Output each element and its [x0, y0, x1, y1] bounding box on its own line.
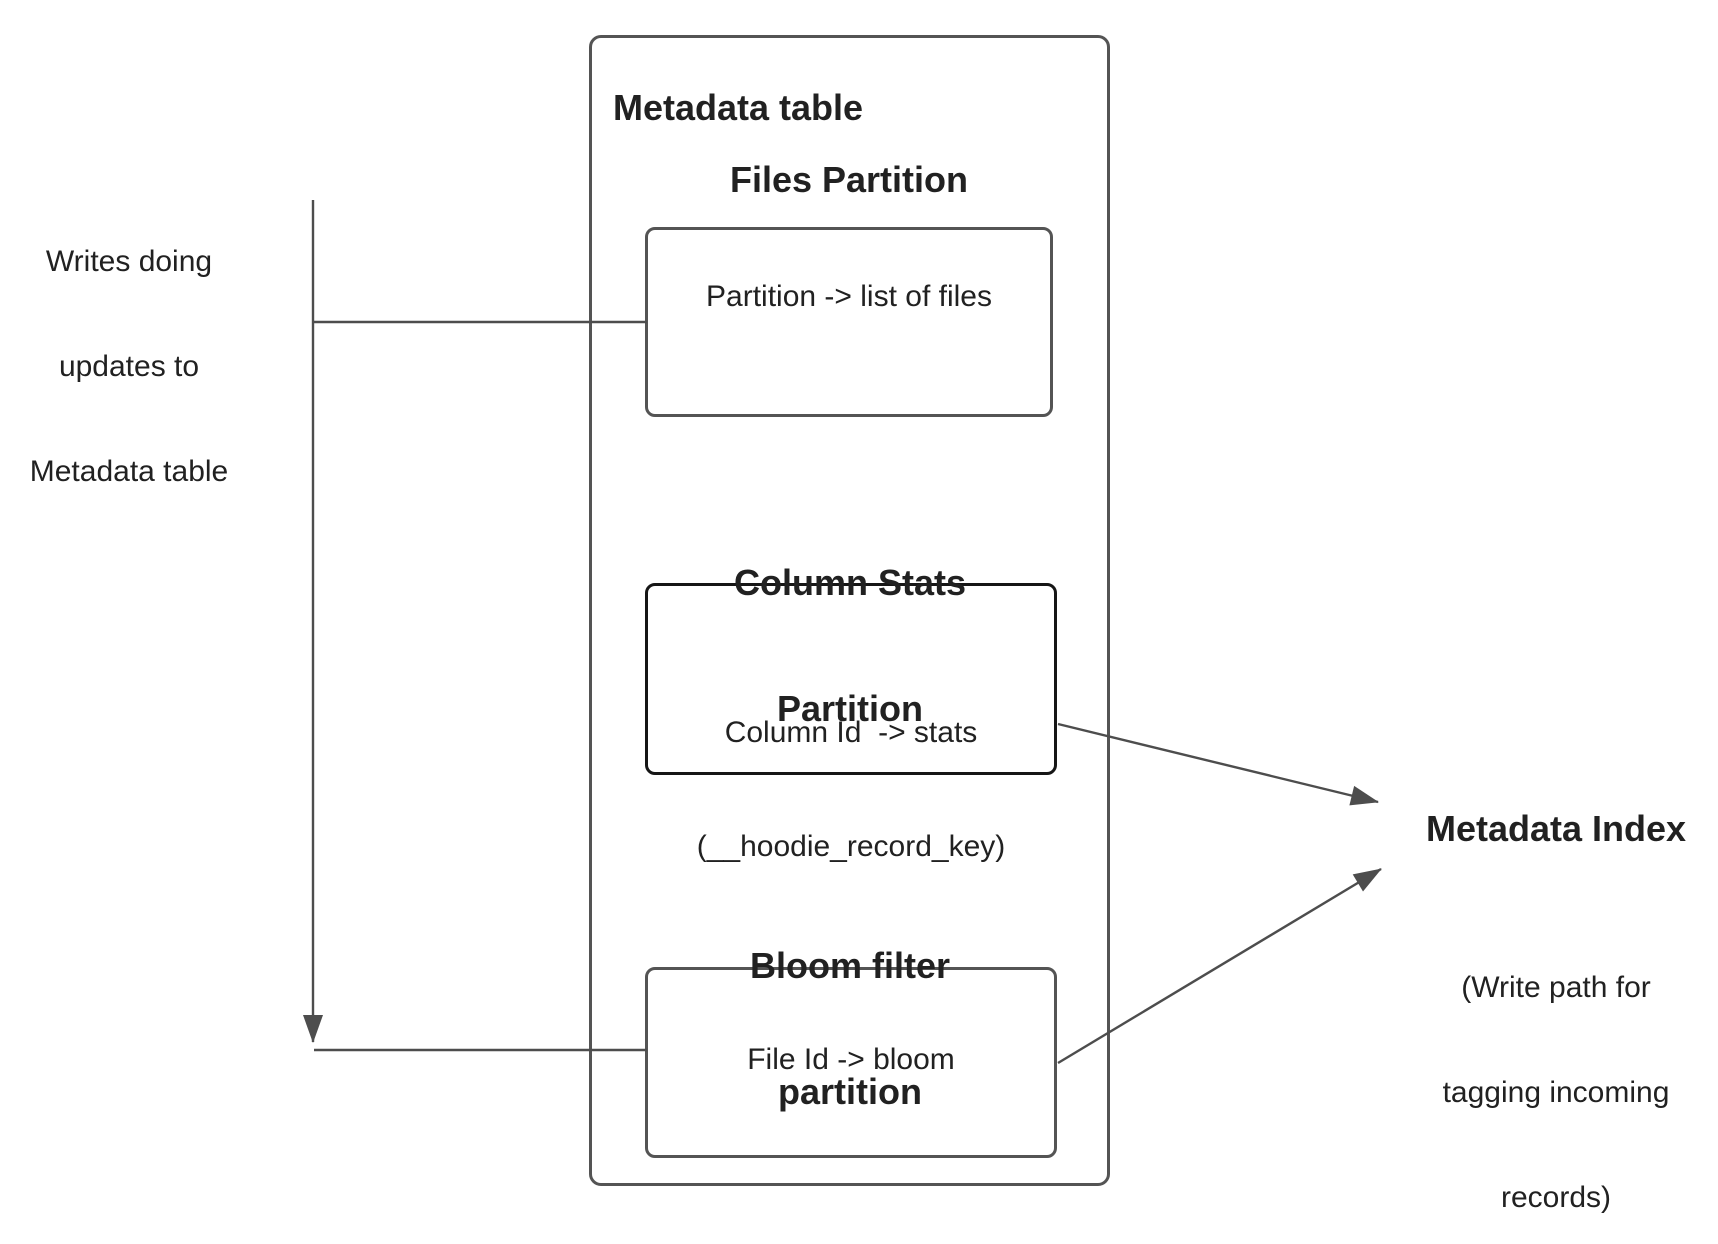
- writes-note-line: updates to: [58, 350, 200, 383]
- bloom-filter-mapping: File Id -> bloom: [747, 1043, 955, 1076]
- files-partition-box: [645, 227, 1053, 417]
- writes-note-line: Writes doing: [45, 245, 213, 278]
- bloom-filter-heading: Bloom filter partition: [640, 861, 1060, 1197]
- metadata-index-caption-line: (Write path for: [1461, 971, 1651, 1004]
- metadata-table-box: [589, 35, 1110, 1186]
- metadata-index-caption-line: tagging incoming: [1442, 1076, 1670, 1109]
- column-stats-mapping-line: Column Id -> stats: [724, 716, 978, 749]
- metadata-index-caption-line: records): [1500, 1181, 1612, 1214]
- column-stats-heading-line: Column Stats: [733, 562, 966, 603]
- column-stats-mapping-line: (__hoodie_record_key): [696, 830, 1006, 863]
- column-stats-mapping: Column Id -> stats (__hoodie_record_key): [645, 638, 1057, 942]
- bloom-filter-heading-line: Bloom filter: [749, 945, 950, 986]
- writes-note-line: Metadata table: [29, 455, 229, 488]
- metadata-index-caption: (Write path for tagging incoming records…: [1406, 900, 1706, 1244]
- column-stats-box: [645, 583, 1057, 775]
- metadata-table-title: Metadata table: [613, 87, 864, 128]
- files-partition-mapping: Partition -> list of files: [706, 280, 992, 313]
- column-stats-heading: Column Stats Partition: [640, 478, 1060, 814]
- column-stats-heading-line: Partition: [776, 688, 923, 729]
- metadata-index-title: Metadata Index: [1425, 808, 1687, 849]
- writes-note: Writes doing updates to Metadata table: [19, 174, 239, 559]
- bloom-filter-heading-line: partition: [778, 1071, 922, 1112]
- files-partition-heading: Files Partition: [729, 159, 969, 200]
- bloom-filter-box: [645, 967, 1057, 1158]
